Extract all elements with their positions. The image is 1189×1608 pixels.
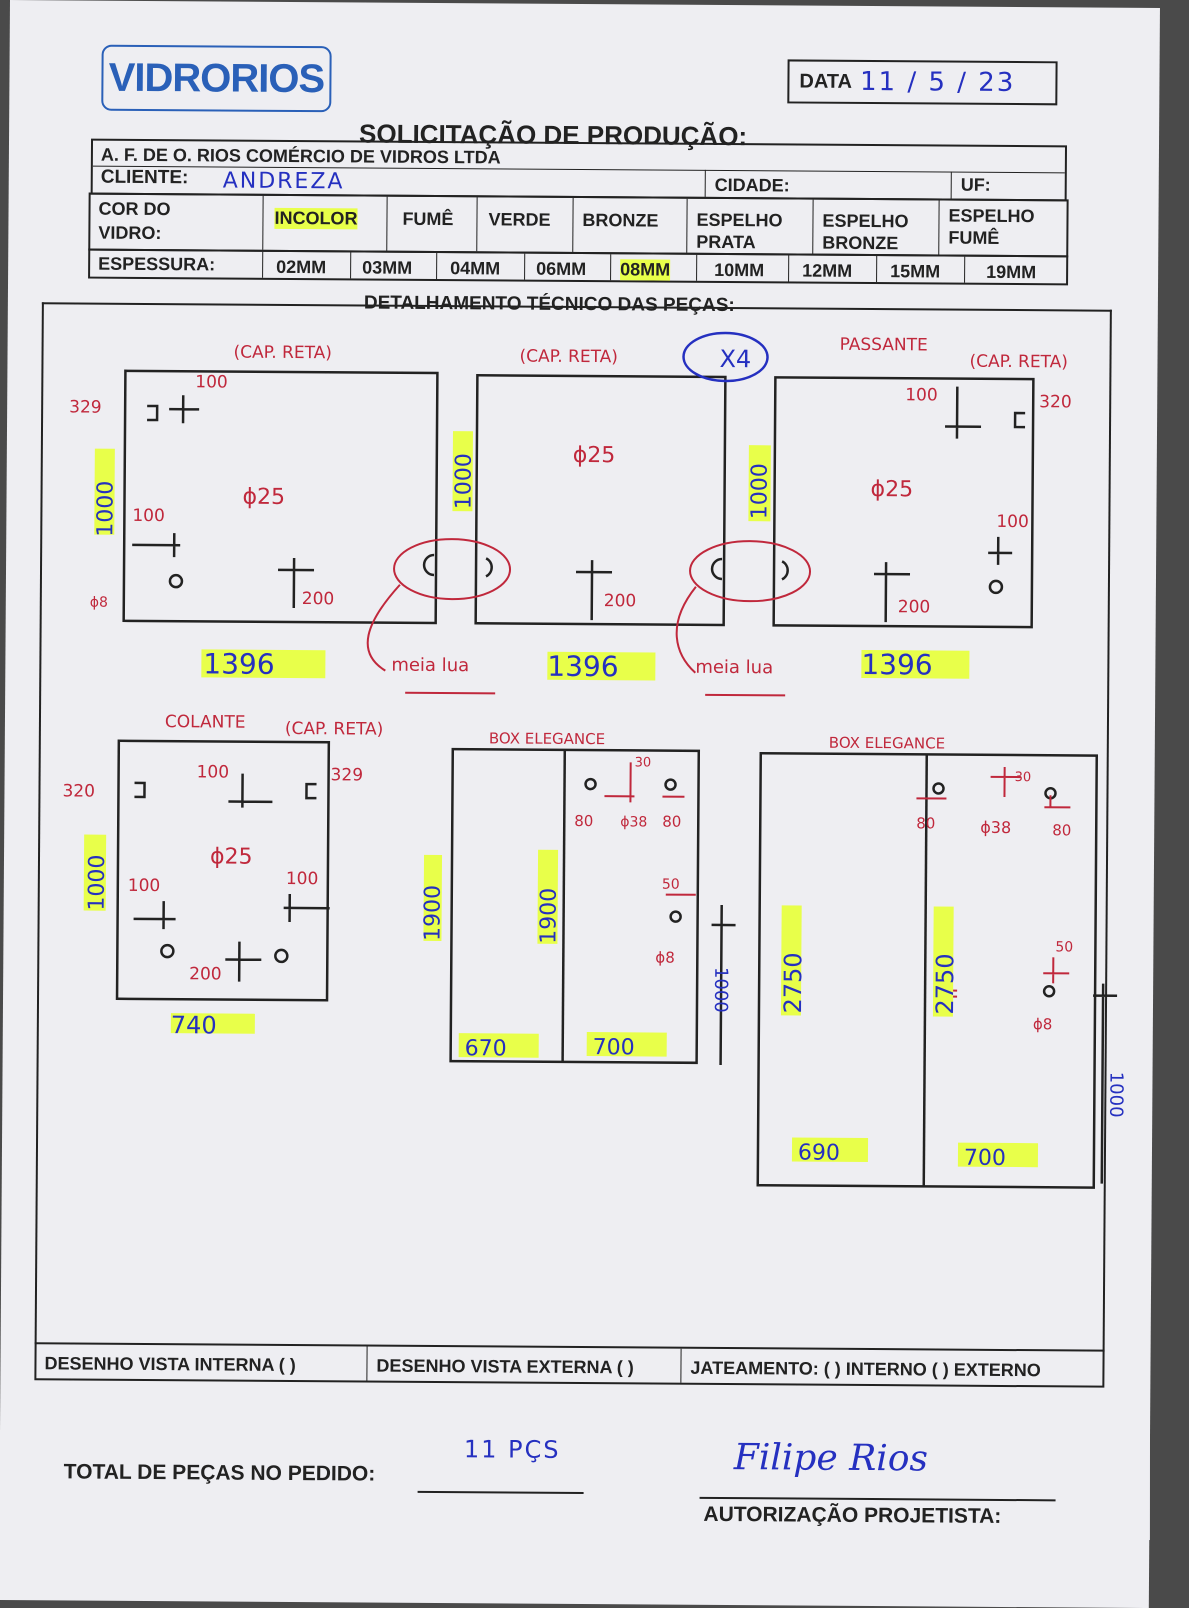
note-passante: PASSANTE — [840, 335, 928, 356]
dim-50-b2: 50 — [1055, 939, 1073, 955]
note-meia-lua-2: meia lua — [695, 657, 773, 679]
panel-3 — [772, 376, 1035, 629]
note-meia-lua-1: meia lua — [391, 655, 469, 677]
dim-200-col: 200 — [189, 964, 222, 984]
dim-80-b2a: 80 — [916, 814, 935, 832]
height-1000-b2: 1000 — [1105, 1072, 1126, 1118]
height-1900-b: 1900 — [536, 888, 561, 944]
diameter-8-p1: ϕ8 — [90, 595, 108, 611]
authorization-label: AUTORIZAÇÃO PROJETISTA: — [703, 1502, 1002, 1528]
note-x4: X4 — [719, 345, 751, 373]
note-box-elegance-1: BOX ELEGANCE — [489, 729, 605, 748]
height-1900-a: 1900 — [420, 885, 445, 941]
panel-1 — [122, 369, 439, 625]
panel-box-2 — [756, 752, 1099, 1189]
height-p1: 1000 — [93, 481, 118, 537]
technical-drawings: (CAP. RETA) (CAP. RETA) PASSANTE (CAP. R… — [62, 331, 1127, 1189]
total-value: 11 PÇS — [463, 1435, 561, 1464]
dim-100-f: 100 — [128, 876, 161, 896]
height-2750-a: 2750 — [779, 952, 807, 1013]
dim-100-a: 100 — [195, 372, 228, 392]
dim-320-p3: 320 — [1039, 392, 1072, 412]
note-colante: COLANTE — [165, 712, 246, 733]
dim-50-b1: 50 — [662, 877, 680, 893]
width-700-b2: 700 — [964, 1146, 1006, 1171]
panel-box-1 — [449, 747, 701, 1065]
dim-200-p1: 200 — [302, 589, 335, 609]
dim-80-b1b: 80 — [662, 813, 681, 831]
drawing-options-row: DESENHO VISTA INTERNA ( ) DESENHO VISTA … — [34, 1342, 1105, 1388]
width-690: 690 — [798, 1141, 840, 1166]
dim-329-p1: 329 — [69, 397, 102, 417]
width-colante: 740 — [171, 1011, 217, 1039]
height-1000-b1: 1000 — [710, 967, 731, 1013]
diameter-8-b1: ϕ8 — [655, 949, 675, 967]
diameter-p3: ϕ25 — [871, 477, 914, 502]
production-form: VIDRORIOS DATA 11 / 5 / 23 SOLICITAÇÃO D… — [0, 0, 1160, 1608]
panel-2 — [474, 374, 727, 627]
option-vista-externa: DESENHO VISTA EXTERNA ( ) — [376, 1355, 634, 1378]
diameter-colante: ϕ25 — [210, 844, 253, 869]
height-2750-b: 2750 — [931, 953, 959, 1014]
diameter-38-b1: ϕ38 — [620, 814, 647, 830]
dim-320-col: 320 — [62, 781, 95, 801]
dim-200-p2: 200 — [604, 591, 637, 611]
dim-30-b1: 30 — [635, 755, 652, 770]
dim-100-b: 100 — [132, 506, 165, 526]
diameter-p1: ϕ25 — [242, 485, 285, 510]
dim-80-b1a: 80 — [574, 812, 593, 830]
note-cap-reta-1: (CAP. RETA) — [233, 343, 332, 364]
diameter-8-b2: ϕ8 — [1033, 1015, 1053, 1033]
signature: Filipe Rios — [733, 1437, 929, 1480]
note-cap-reta-3: (CAP. RETA) — [969, 352, 1068, 373]
diameter-p2: ϕ25 — [573, 443, 616, 468]
height-colante: 1000 — [85, 855, 110, 911]
dim-200-p3: 200 — [898, 597, 931, 617]
note-box-elegance-2: BOX ELEGANCE — [829, 734, 945, 753]
note-cap-reta-4: (CAP. RETA) — [285, 719, 384, 740]
dim-30-b2: 30 — [1015, 770, 1032, 785]
dim-329-col: 329 — [331, 765, 364, 785]
dim-100-g: 100 — [286, 869, 319, 889]
width-700-b1: 700 — [593, 1035, 635, 1060]
height-p2: 1000 — [451, 453, 476, 509]
diameter-38-b2: ϕ38 — [980, 818, 1011, 837]
panel-colante — [115, 739, 331, 1002]
width-p2: 1396 — [547, 650, 618, 683]
option-jateamento: JATEAMENTO: ( ) INTERNO ( ) EXTERNO — [690, 1357, 1041, 1381]
note-cap-reta-2: (CAP. RETA) — [519, 347, 618, 368]
dim-80-b2b: 80 — [1052, 821, 1071, 839]
total-label: TOTAL DE PEÇAS NO PEDIDO: — [63, 1460, 376, 1486]
width-p3: 1396 — [861, 648, 932, 681]
width-670: 670 — [465, 1036, 507, 1061]
dim-100-e: 100 — [197, 762, 230, 782]
height-p3: 1000 — [747, 463, 772, 519]
dim-100-d: 100 — [996, 512, 1029, 532]
dim-100-c: 100 — [905, 385, 938, 405]
width-p1: 1396 — [203, 647, 274, 680]
option-vista-interna: DESENHO VISTA INTERNA ( ) — [44, 1353, 296, 1376]
